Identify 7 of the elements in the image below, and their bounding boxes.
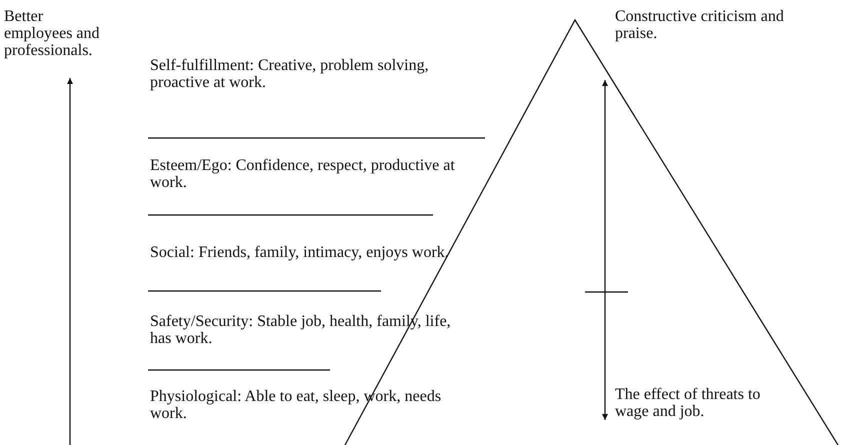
level-text: Social: Friends, family, intimacy, enjoys work. xyxy=(150,244,450,261)
level-text: Esteem/Ego: Confidence, respect, productive at work. xyxy=(150,157,456,191)
double-arrow xyxy=(602,80,608,420)
level-text: Self-fulfillment: Creative, problem solving, proactive at work. xyxy=(150,57,430,91)
outcome-text: Better employees and professionals. xyxy=(4,8,101,59)
caption-text: Constructive criticism and praise. xyxy=(615,8,790,42)
caption-text: The effect of threats to wage and job. xyxy=(615,386,790,420)
